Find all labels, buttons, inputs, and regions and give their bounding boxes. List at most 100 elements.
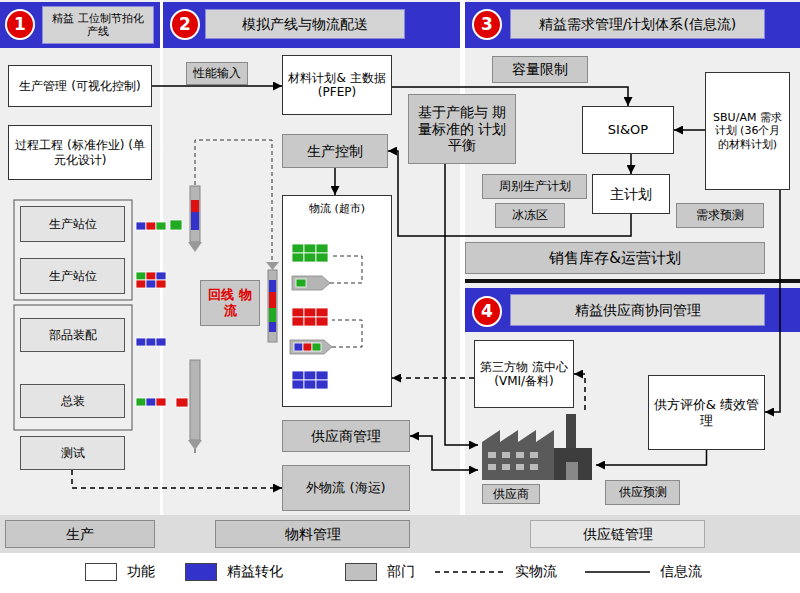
- node-text: 精益需求管理/计划体系(信息流): [539, 16, 737, 33]
- node-text: 生产控制: [307, 143, 363, 160]
- station-box: 生产站位: [20, 206, 125, 242]
- department-box: 生产控制: [282, 134, 388, 168]
- information-flow: [630, 154, 632, 174]
- function-box: 生产管理 (可视化控制): [8, 65, 152, 107]
- header-box: 模拟产线与物流配送: [205, 9, 405, 39]
- legend-text: 功能: [127, 563, 155, 581]
- node-text: 过程工程 (标准作业) (单元化设计): [13, 138, 147, 167]
- callout-number: 2: [170, 9, 200, 40]
- legend-swatch: [345, 563, 377, 581]
- legend-line: [435, 564, 505, 580]
- legend: 功能 精益转化 部门 实物流 信息流: [0, 556, 800, 590]
- legend-item: 功能: [85, 560, 155, 584]
- panel-ground: [0, 0, 160, 515]
- kanban-cards: [136, 220, 188, 407]
- node-text: 1: [14, 14, 26, 34]
- node-text: 冰冻区: [512, 208, 548, 222]
- factory-icon: [482, 414, 592, 480]
- node-text: 回线 物流: [205, 287, 255, 318]
- loop-line: [195, 140, 272, 266]
- information-flow: [596, 450, 707, 465]
- node-text: 物流 (超市): [309, 202, 365, 215]
- flow-line: [332, 320, 362, 347]
- node-text: 供方评价& 绩效管理: [653, 397, 760, 428]
- legend-line-sample: [435, 571, 505, 573]
- header-box: 精益需求管理/计划体系(信息流): [510, 9, 765, 39]
- function-box: 第三方物 流中心 (VMI/备料): [474, 340, 574, 408]
- node-text: SBU/AM 需求计划 (36个月 的材料计划): [710, 111, 785, 151]
- node-text: 生产管理 (可视化控制): [19, 79, 140, 93]
- legend-swatch: [85, 563, 117, 581]
- legend-text: 信息流: [660, 563, 702, 581]
- function-box: SI&OP: [582, 106, 674, 154]
- function-box: SBU/AM 需求计划 (36个月 的材料计划): [705, 72, 790, 190]
- legend-swatch: [185, 563, 217, 581]
- node-text: 总装: [61, 394, 85, 408]
- node-text: SI&OP: [608, 122, 648, 138]
- supermarket-stock: [290, 244, 332, 389]
- information-flow: [674, 129, 705, 131]
- node-text: 2: [179, 14, 191, 34]
- panel-ground: [465, 0, 800, 515]
- node-text: 供应商: [482, 484, 540, 504]
- callout-number: 4: [472, 296, 502, 327]
- node-text: 第三方物 流中心 (VMI/备料): [479, 360, 569, 389]
- legend-text: 部门: [387, 563, 415, 581]
- band-label: 供应链管理: [530, 520, 705, 548]
- department-box: 基于产能与 期量标准的 计划平衡: [408, 94, 516, 164]
- function-box: 材料计划& 主数据 (PFEP): [282, 55, 392, 115]
- header-bar: [163, 2, 460, 48]
- material-flow: [392, 377, 474, 379]
- legend-item: 部门: [345, 560, 415, 584]
- node-text: 3: [481, 14, 493, 34]
- department-box: 周别生产计划: [482, 174, 587, 199]
- department-box: 物料管理: [215, 520, 410, 548]
- node-text: 精益供应商协同管理: [575, 302, 701, 319]
- group-outline: [14, 305, 132, 430]
- legend-line-sample: [585, 571, 650, 573]
- station-box: 生产站位: [20, 258, 125, 294]
- legend-line: [585, 564, 650, 580]
- node-text: 模拟产线与物流配送: [242, 16, 368, 33]
- legend-item: 信息流: [585, 560, 702, 584]
- conveyor-rail: [188, 186, 279, 450]
- supermarket-box: 物流 (超市): [282, 195, 392, 407]
- header-bar: [465, 288, 800, 332]
- department-box: 回线 物流: [200, 280, 260, 326]
- information-flow: [152, 85, 282, 87]
- node-text: 容量限制: [512, 61, 568, 78]
- department-box: 供应预测: [605, 480, 680, 505]
- node-text: 物料管理: [285, 526, 341, 543]
- node-text: 供应预测: [619, 485, 667, 499]
- department-box: 容量限制: [492, 56, 588, 83]
- legend-item: 精益转化: [185, 560, 283, 584]
- divider-line: [465, 279, 800, 283]
- function-box: 供方评价& 绩效管理: [648, 375, 765, 450]
- node-text: 基于产能与 期量标准的 计划平衡: [413, 104, 511, 154]
- flow-line: [330, 256, 362, 283]
- node-text: 4: [481, 301, 493, 321]
- function-box: 主计划: [592, 174, 670, 214]
- node-text: 周别生产计划: [499, 179, 571, 193]
- department-box: 冰冻区: [495, 203, 565, 228]
- information-flow: [334, 168, 336, 195]
- information-flow: [765, 190, 780, 412]
- node-text: 生产: [66, 526, 94, 543]
- header-bar: [0, 2, 160, 48]
- supermarket-ground: [282, 195, 392, 407]
- node-text: 需求预测: [696, 208, 744, 222]
- node-text: 生产站位: [49, 269, 97, 283]
- group-outline: [14, 200, 132, 300]
- node-text: 主计划: [610, 186, 652, 203]
- node-text: 供应商管理: [311, 428, 381, 445]
- panel-ground: [163, 0, 460, 515]
- information-flow: [410, 436, 478, 470]
- legend-text: 精益转化: [227, 563, 283, 581]
- department-box: 供应商管理: [282, 420, 410, 452]
- function-box: 过程工程 (标准作业) (单元化设计): [8, 125, 152, 180]
- department-box: 需求预测: [676, 203, 764, 228]
- node-text: 精益 工位制节拍化产线: [47, 12, 149, 38]
- node-text: 部品装配: [49, 328, 97, 342]
- node-text: 生产站位: [49, 217, 97, 231]
- legend-text: 实物流: [515, 563, 557, 581]
